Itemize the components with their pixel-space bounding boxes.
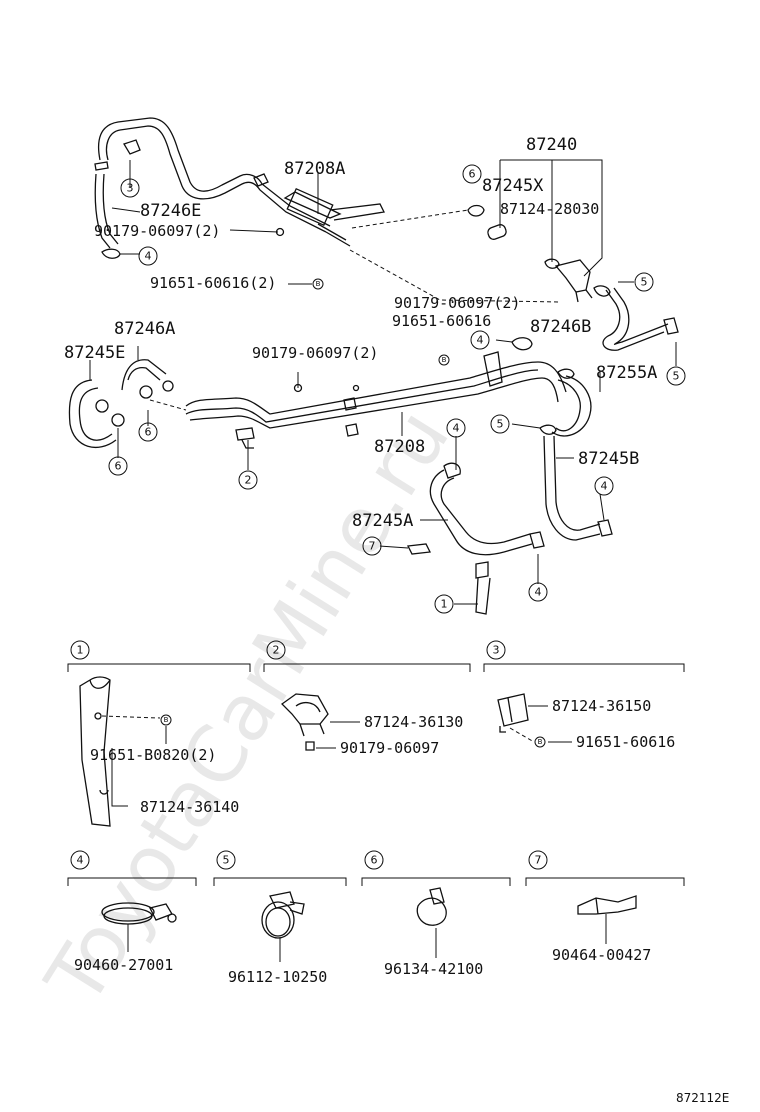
callout-4: 4 (446, 418, 466, 438)
section-3-marker: 3 (486, 640, 506, 660)
svg-text:B: B (316, 280, 321, 288)
label-87245B: 87245B (578, 449, 639, 469)
hose-assembly-87240 (467, 204, 679, 351)
svg-text:4: 4 (477, 334, 484, 347)
detail-section-row2 (67, 877, 685, 962)
label-90179-06097-2-lower: 90179-06097(2) (252, 344, 378, 362)
svg-text:2: 2 (273, 644, 280, 657)
svg-text:B: B (538, 738, 543, 746)
svg-text:2: 2 (245, 474, 252, 487)
label-87124-36140: 87124-36140 (140, 798, 239, 816)
label-90179-06097: 90179-06097 (340, 739, 439, 757)
callout-3: 3 (120, 178, 140, 198)
svg-text:7: 7 (535, 854, 542, 867)
pipe-assembly-upper (94, 117, 385, 259)
callout-5: 5 (490, 414, 510, 434)
label-87246B: 87246B (530, 317, 591, 337)
svg-text:4: 4 (601, 480, 608, 493)
label-87245A: 87245A (352, 511, 413, 531)
callout-2: 2 (238, 470, 258, 490)
label-87255A: 87255A (596, 363, 657, 383)
callout-5: 5 (634, 272, 654, 292)
callout-4: 4 (594, 476, 614, 496)
callout-5: 5 (666, 366, 686, 386)
bolt-marker: B (534, 736, 546, 748)
svg-text:1: 1 (77, 644, 84, 657)
label-87124-28030: 87124-28030 (500, 200, 599, 218)
svg-text:5: 5 (673, 370, 680, 383)
pipe-assembly-87208 (68, 337, 592, 449)
bolt-marker: B (438, 354, 450, 366)
section-1-marker: 1 (70, 640, 90, 660)
section-4-marker: 4 (70, 850, 90, 870)
label-91651-60616-2: 91651-60616(2) (150, 274, 276, 292)
svg-text:1: 1 (441, 598, 448, 611)
svg-text:4: 4 (535, 586, 542, 599)
diagram-code: 872112E (676, 1091, 729, 1105)
label-87245X: 87245X (482, 176, 544, 196)
section-5-marker: 5 (216, 850, 236, 870)
label-91651-60616-detail: 91651-60616 (576, 733, 675, 751)
label-87245E: 87245E (64, 343, 125, 363)
label-87208A: 87208A (284, 159, 345, 179)
label-90179-06097-2-mid: 90179-06097(2) (394, 294, 520, 312)
svg-text:4: 4 (453, 422, 460, 435)
label-91651-60616-mid: 91651-60616 (392, 312, 491, 330)
callout-6: 6 (138, 422, 158, 442)
label-87240: 87240 (526, 135, 577, 155)
section-2-marker: 2 (266, 640, 286, 660)
callouts: 3 4 6 5 5 4 6 6 2 5 4 4 7 4 1 1 2 3 4 5 … (70, 164, 686, 870)
hose-87245A-87245B (89, 339, 613, 615)
svg-text:5: 5 (497, 418, 504, 431)
callout-7: 7 (362, 536, 382, 556)
label-90460-27001: 90460-27001 (74, 956, 173, 974)
svg-text:5: 5 (641, 276, 648, 289)
callout-1: 1 (434, 594, 454, 614)
callout-6: 6 (108, 456, 128, 476)
svg-text:6: 6 (115, 460, 122, 473)
label-90464-00427: 90464-00427 (552, 946, 651, 964)
svg-text:4: 4 (145, 250, 152, 263)
bolt-marker: B (160, 714, 172, 726)
callout-4: 4 (138, 246, 158, 266)
svg-text:7: 7 (369, 540, 376, 553)
label-91651-B0820-2: 91651-B0820(2) (90, 746, 216, 764)
label-87208: 87208 (374, 437, 425, 457)
label-87124-36150: 87124-36150 (552, 697, 651, 715)
svg-text:B: B (164, 716, 169, 724)
svg-text:6: 6 (371, 854, 378, 867)
watermark: ToyotaCarMine.ru (29, 395, 467, 1021)
svg-text:6: 6 (145, 426, 152, 439)
svg-text:4: 4 (77, 854, 84, 867)
bolt-marker: B (312, 278, 324, 290)
callout-6: 6 (462, 164, 482, 184)
label-90179-06097-2-upper: 90179-06097(2) (94, 222, 220, 240)
label-87246A: 87246A (114, 319, 175, 339)
callout-4: 4 (528, 582, 548, 602)
section-6-marker: 6 (364, 850, 384, 870)
part-labels: 87240 87208A 87245X 87124-28030 87246E 9… (64, 135, 729, 1105)
svg-text:5: 5 (223, 854, 230, 867)
label-96112-10250: 96112-10250 (228, 968, 327, 986)
label-96134-42100: 96134-42100 (384, 960, 483, 978)
section-7-marker: 7 (528, 850, 548, 870)
callout-4: 4 (470, 330, 490, 350)
detail-section-row1 (67, 663, 685, 827)
svg-text:6: 6 (469, 168, 476, 181)
svg-text:3: 3 (493, 644, 500, 657)
label-87124-36130: 87124-36130 (364, 713, 463, 731)
svg-text:3: 3 (127, 182, 134, 195)
leader-lines-upper (111, 159, 677, 366)
label-87246E: 87246E (140, 201, 201, 221)
svg-text:B: B (442, 356, 447, 364)
